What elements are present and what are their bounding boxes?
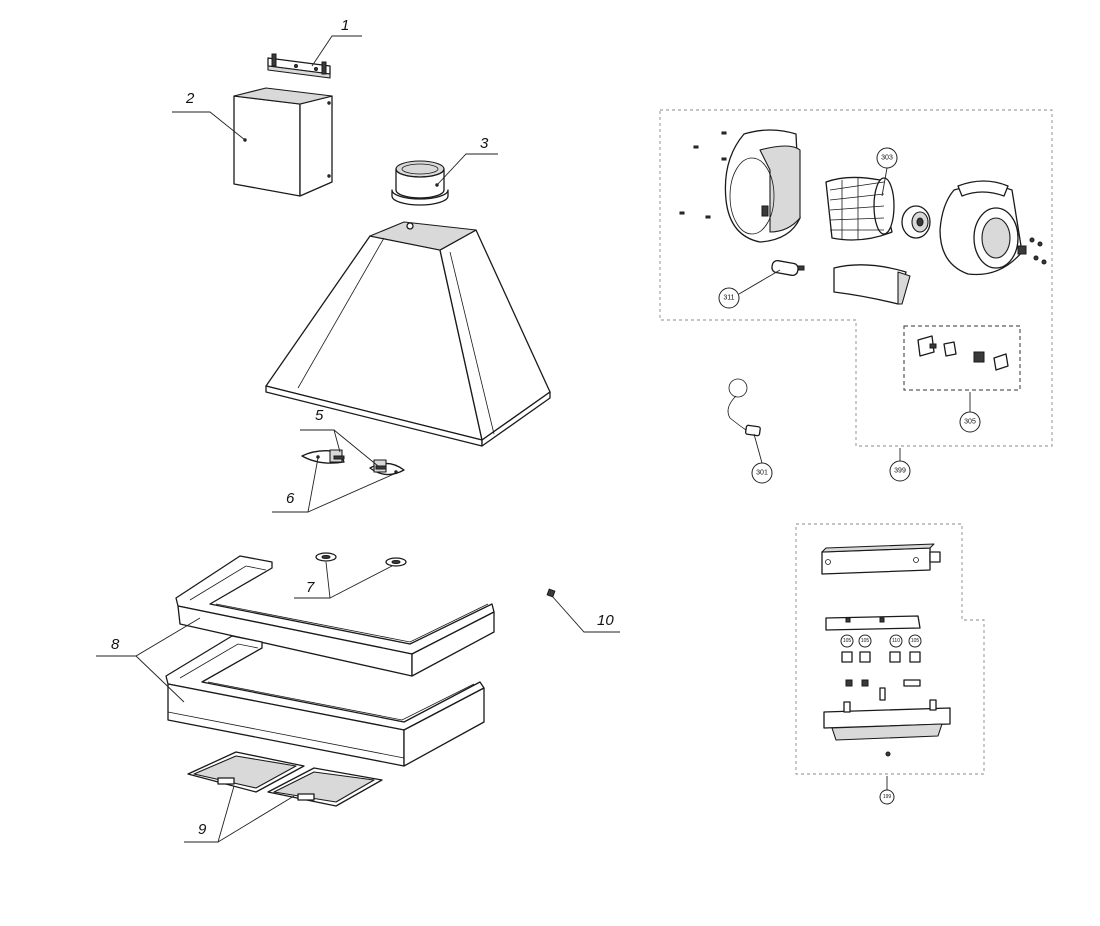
leader-9b (217, 795, 295, 843)
code-303: 303 (881, 155, 893, 162)
callout-7: 7 (306, 579, 315, 596)
motor-assembly (679, 129, 1047, 305)
leader-2 (172, 111, 246, 141)
callout-3: 3 (480, 135, 489, 152)
control-panel-parts (821, 543, 951, 757)
hood-canopy (265, 221, 551, 447)
part-8-frame-upper (175, 555, 495, 677)
leader-1 (311, 35, 362, 67)
region-305-outline (903, 325, 1021, 391)
part-5-6-lamps (301, 449, 405, 476)
cable-part (727, 378, 761, 437)
leader-311 (738, 269, 781, 295)
part-1-bracket (267, 53, 331, 79)
part-8-frame-lower (165, 635, 485, 767)
part-3-collar (391, 160, 449, 206)
leader-5b (333, 429, 341, 453)
part-7-rings (315, 552, 407, 567)
leader-9 (184, 785, 235, 843)
leader-301 (753, 433, 763, 464)
leader-6 (272, 457, 319, 513)
callout-10: 10 (597, 612, 614, 629)
code-105b: 105 (861, 638, 870, 644)
code-105a-circle (840, 634, 854, 648)
code-199: 199 (883, 794, 892, 800)
callout-2: 2 (185, 90, 195, 107)
code-399: 399 (894, 468, 906, 475)
leader-7b (329, 565, 393, 599)
leader-10 (551, 595, 620, 633)
callout-1: 1 (341, 17, 349, 34)
leader-6b (307, 473, 395, 513)
callout-5: 5 (315, 407, 324, 424)
code-305: 305 (964, 419, 976, 426)
part-2-chimney (233, 87, 333, 197)
code-105c: 105 (911, 638, 920, 644)
region-199-outline (795, 523, 985, 775)
leader-8b (135, 655, 185, 703)
code-301: 301 (756, 470, 768, 477)
code-110: 110 (892, 638, 900, 644)
code-105b-circle (858, 634, 872, 648)
code-105c-circle (908, 634, 922, 648)
leader-303 (881, 167, 888, 197)
callout-6: 6 (286, 490, 295, 507)
part-10-screw (546, 588, 556, 598)
callout-8: 8 (111, 636, 120, 653)
leader-3 (436, 153, 498, 186)
region-399-outline (659, 109, 1053, 447)
code-311-circle (718, 287, 740, 309)
code-110-circle (889, 634, 903, 648)
part-9-filters (187, 751, 383, 807)
code-105a: 105 (843, 638, 852, 644)
code-311: 311 (723, 295, 734, 302)
callout-9: 9 (198, 821, 207, 838)
switch-parts (917, 335, 1009, 371)
